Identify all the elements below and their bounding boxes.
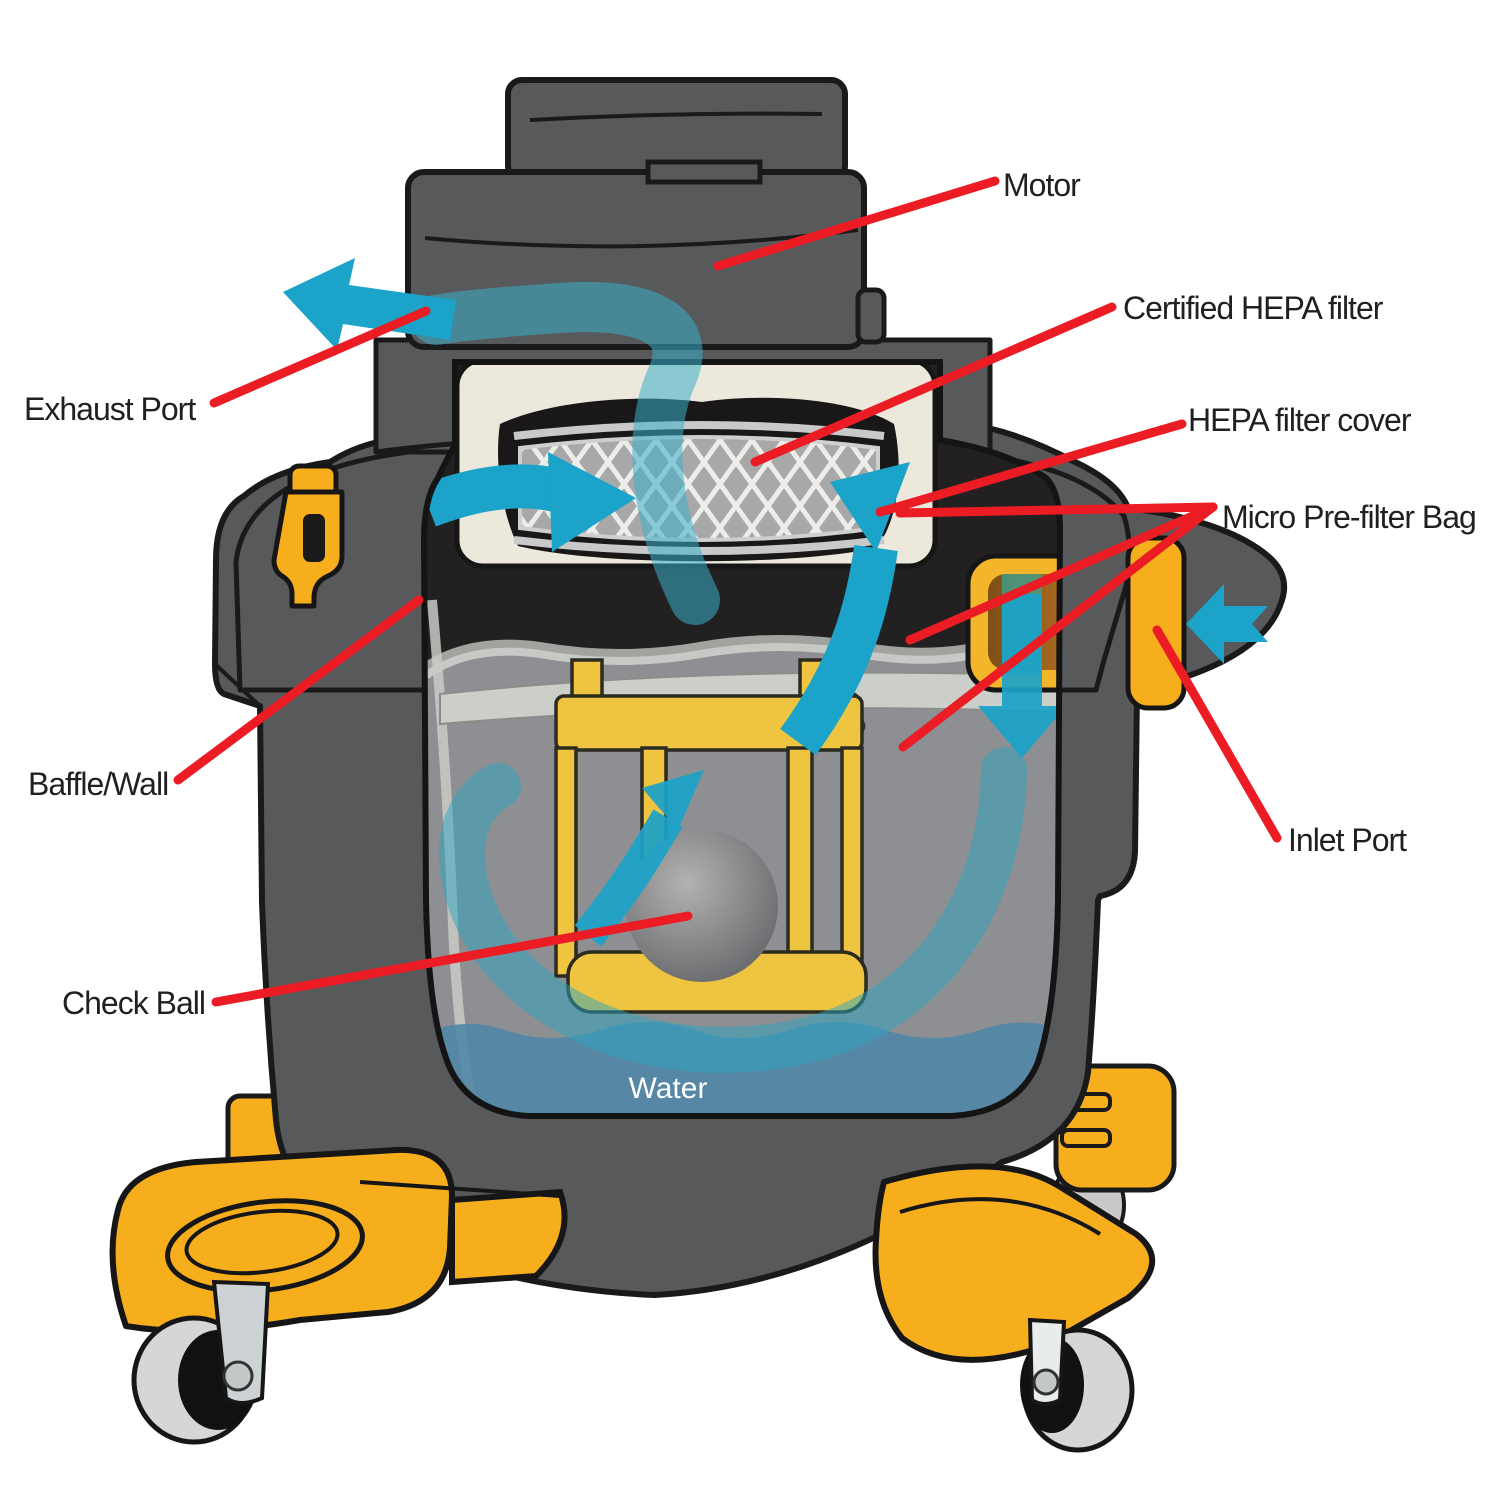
check-ball — [626, 830, 778, 982]
cutaway-interior — [424, 362, 1060, 1116]
inlet-port-tab — [1125, 535, 1187, 711]
leader-inlet — [1152, 625, 1282, 843]
label-hepa-filter-cover: HEPA filter cover — [1188, 402, 1412, 438]
leader-bag-1 — [895, 502, 1218, 518]
right-caster — [1020, 1317, 1135, 1453]
rear-right-foot — [1053, 1063, 1177, 1193]
hepa-filter — [454, 362, 938, 569]
leader-check-ball — [211, 911, 693, 1007]
cutaway-frame — [420, 359, 1064, 1119]
leader-baffle — [173, 595, 424, 785]
label-water: Water — [629, 1072, 708, 1105]
label-inlet-port: Inlet Port — [1288, 822, 1407, 858]
leader-bag-3 — [898, 502, 1218, 752]
leader-exhaust — [209, 306, 431, 408]
cage-flow-arrow — [574, 770, 704, 947]
inlet-arrow — [1186, 584, 1268, 664]
leader-lines — [173, 176, 1282, 1007]
label-motor: Motor — [1003, 167, 1081, 203]
right-foot — [872, 1163, 1155, 1363]
exhaust-arrow — [283, 258, 456, 350]
exhaust-flow-path — [411, 282, 720, 625]
left-caster — [131, 1279, 271, 1445]
lid-latch — [271, 463, 345, 609]
filter-in-arrow — [424, 452, 636, 552]
swirl-flow-arrow — [438, 747, 1027, 1073]
check-ball-cage — [554, 658, 868, 1014]
label-certified-hepa-filter: Certified HEPA filter — [1123, 290, 1384, 326]
label-check-ball: Check Ball — [62, 985, 205, 1021]
leader-motor — [713, 176, 1000, 271]
label-micro-prefilter-bag: Micro Pre-filter Bag — [1222, 499, 1476, 535]
leader-hepa-filter — [750, 302, 1117, 467]
leader-hepa-cover — [875, 419, 1187, 517]
leader-bag-2 — [905, 502, 1218, 645]
label-exhaust-port: Exhaust Port — [24, 391, 196, 427]
filter-out-arrow — [780, 462, 910, 755]
label-baffle-wall: Baffle/Wall — [28, 766, 168, 802]
